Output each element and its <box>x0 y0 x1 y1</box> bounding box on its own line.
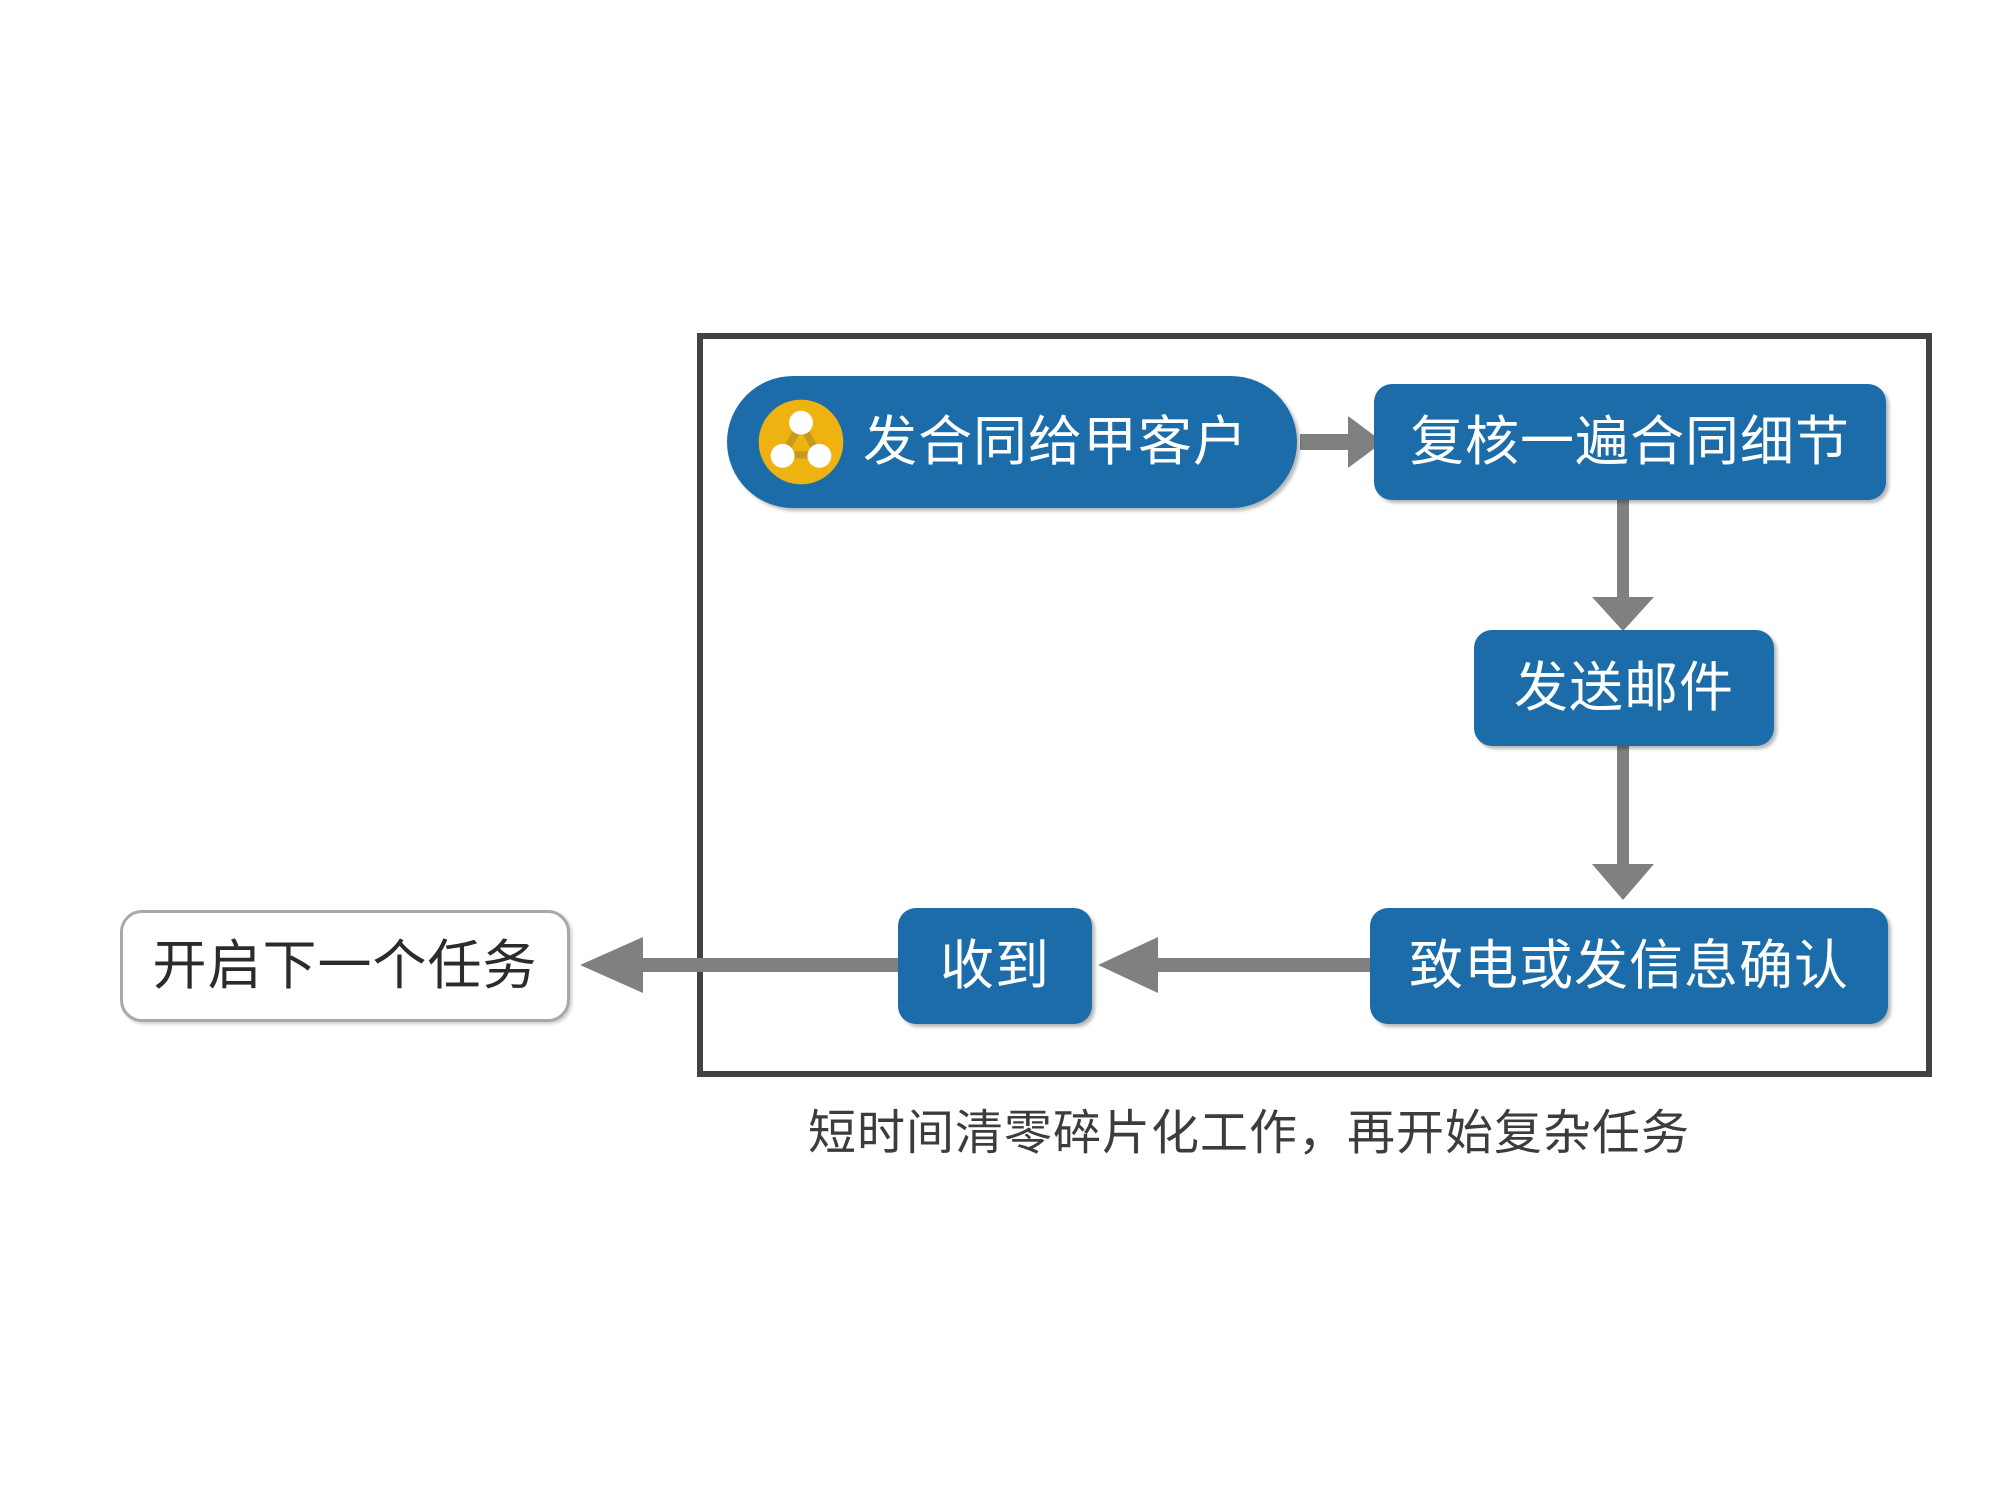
node-label: 开启下一个任务 <box>152 936 538 996</box>
node-label: 收到 <box>940 936 1050 996</box>
node-next-task[interactable]: 开启下一个任务 <box>120 910 570 1022</box>
node-label: 发合同给甲客户 <box>863 412 1248 472</box>
diagram-caption: 短时间清零碎片化工作，再开始复杂任务 <box>808 1107 1691 1160</box>
node-label: 致电或发信息确认 <box>1409 936 1849 996</box>
node-send-contract[interactable]: 发合同给甲客户 <box>727 376 1297 508</box>
share-network-icon <box>758 399 844 485</box>
node-received[interactable]: 收到 <box>898 908 1092 1024</box>
node-review-details[interactable]: 复核一遍合同细节 <box>1374 384 1886 500</box>
node-send-email[interactable]: 发送邮件 <box>1474 630 1774 746</box>
task-group-frame <box>697 333 1932 1077</box>
node-label: 发送邮件 <box>1514 658 1734 718</box>
node-call-or-message[interactable]: 致电或发信息确认 <box>1370 908 1888 1024</box>
node-label: 复核一遍合同细节 <box>1410 412 1850 472</box>
